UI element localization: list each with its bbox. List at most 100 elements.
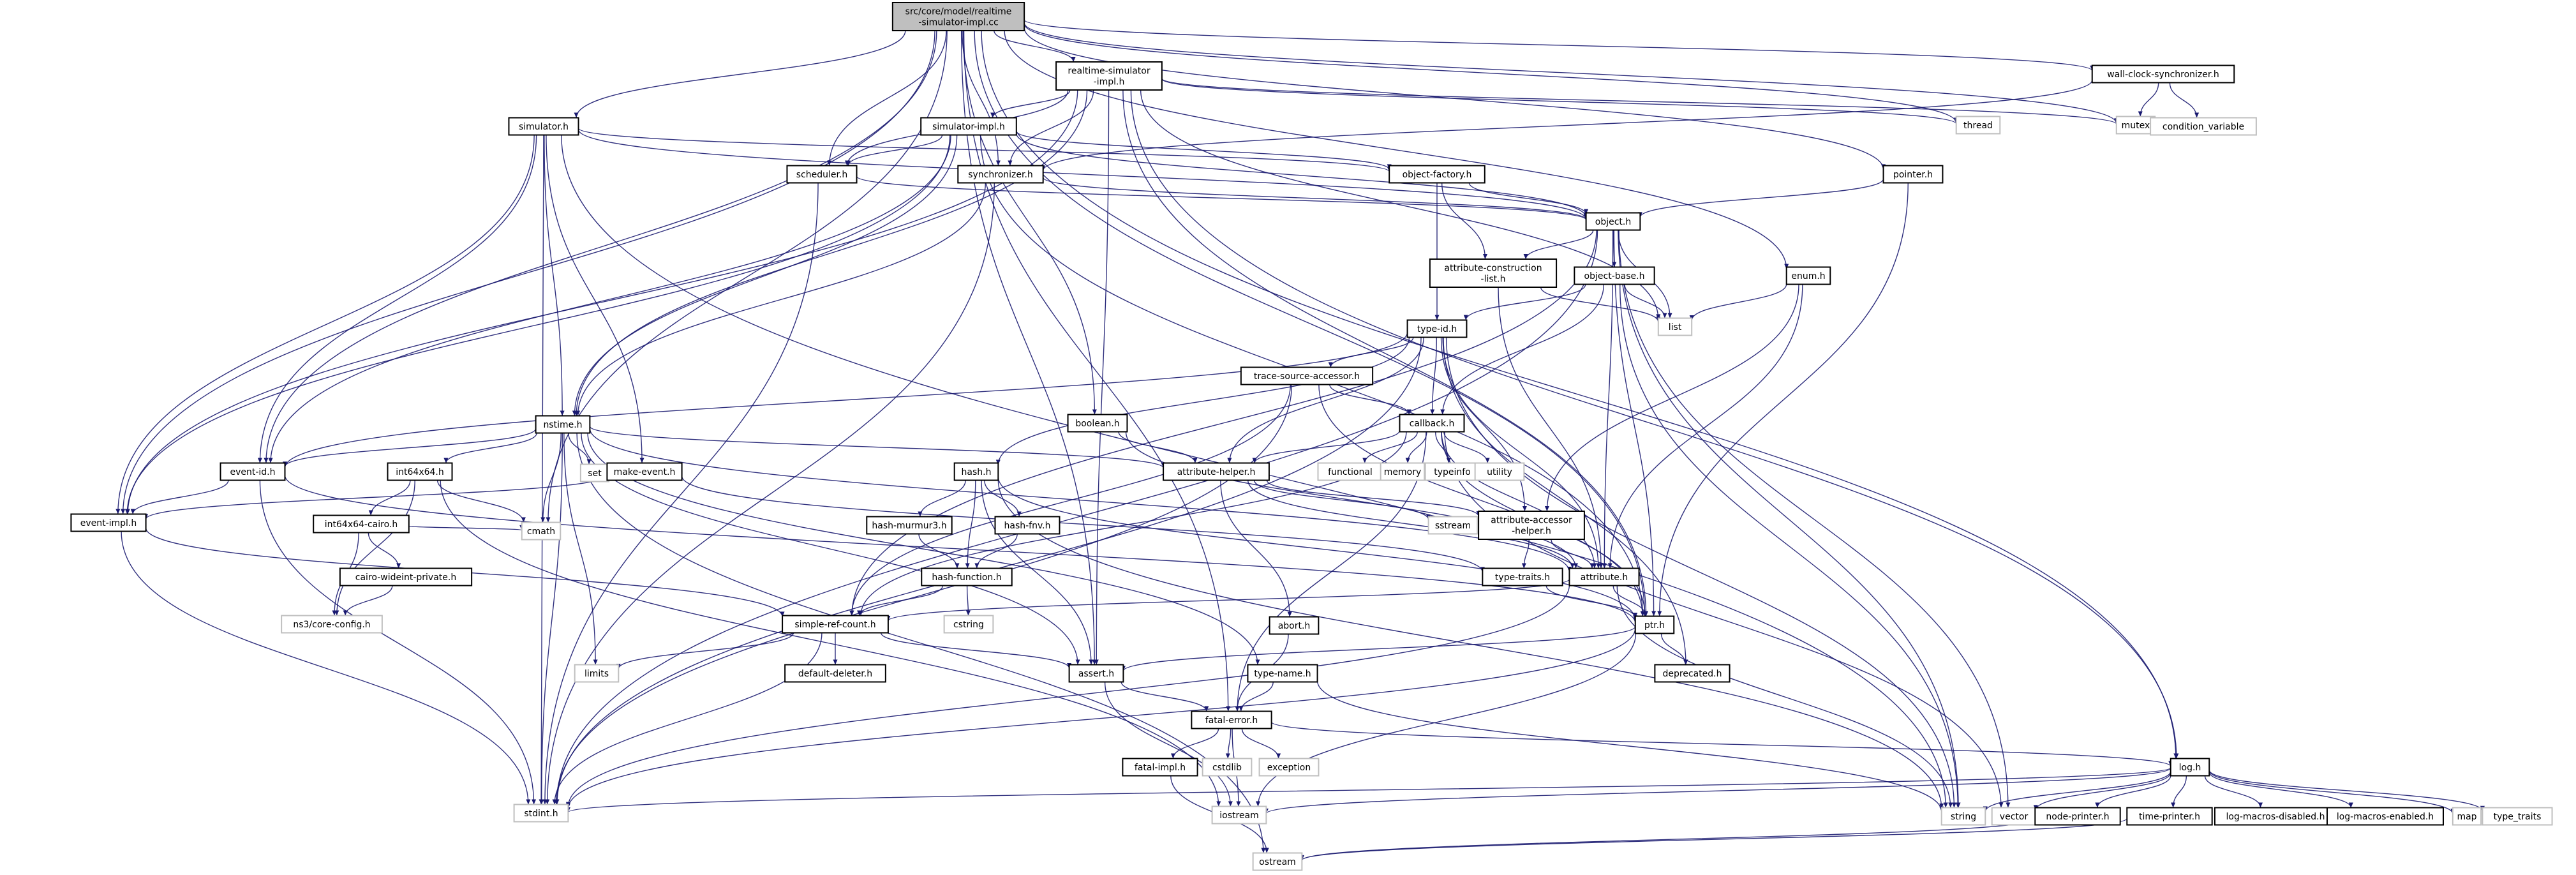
node-assert-h[interactable]: assert.h: [1068, 664, 1124, 683]
edge-log_h-to-map: [2208, 770, 2453, 814]
node-abort-h[interactable]: abort.h: [1269, 616, 1320, 635]
edge-arrowhead: [833, 659, 838, 665]
node-event-id-h[interactable]: event-id.h: [220, 462, 286, 481]
edge-object_h-to-vector: [1618, 230, 2009, 808]
node-cairo-wideint-private-h[interactable]: cairo-wideint-private.h: [339, 567, 473, 587]
node-event-impl-h[interactable]: event-impl.h: [70, 513, 147, 532]
edge-arrowhead: [443, 458, 449, 463]
node-box: [2150, 117, 2257, 136]
edge-assert_h-to-fatalerror_h: [1120, 682, 1207, 712]
node-hash-function-h[interactable]: hash-function.h: [921, 567, 1013, 587]
node-object-factory-h[interactable]: object-factory.h: [1389, 165, 1485, 184]
node-src-core-model-realtime-simulator-impl-cc[interactable]: src/core/model/realtime-simulator-impl.c…: [891, 2, 1025, 31]
edge-arrowhead: [1264, 848, 1269, 853]
node-box: [953, 462, 999, 481]
edge-wcs_h-to-mutex: [2140, 82, 2159, 117]
node-hash-fnv-h[interactable]: hash-fnv.h: [994, 516, 1061, 535]
node-type-name-h[interactable]: type-name.h: [1247, 664, 1318, 683]
node-simple-ref-count-h[interactable]: simple-ref-count.h: [782, 615, 889, 634]
node-deprecated-h[interactable]: deprecated.h: [1654, 664, 1731, 683]
node-label: string: [1951, 812, 1976, 822]
node-trace-source-accessor-h[interactable]: trace-source-accessor.h: [1240, 366, 1374, 385]
edge-arrowhead: [1522, 506, 1527, 511]
edge-arrowhead: [1193, 458, 1198, 463]
node-time-printer-h[interactable]: time-printer.h: [2126, 807, 2213, 826]
node-box: [1478, 511, 1585, 540]
edge-arrowhead: [1948, 802, 1953, 808]
node-pointer-h[interactable]: pointer.h: [1882, 165, 1944, 184]
node-make-event-h[interactable]: make-event.h: [606, 462, 683, 481]
edge-arrowhead: [1430, 409, 1435, 415]
node-box: [1252, 852, 1303, 871]
edge-arrowhead: [1607, 563, 1612, 569]
node-scheduler-h[interactable]: scheduler.h: [786, 165, 858, 184]
node-box: [2126, 807, 2213, 826]
node-box: [579, 463, 610, 482]
edge-arrowhead: [1228, 801, 1233, 807]
node-log-h[interactable]: log.h: [2170, 758, 2210, 777]
node-boolean-h[interactable]: boolean.h: [1067, 414, 1128, 433]
node-nstime-h[interactable]: nstime.h: [535, 415, 591, 434]
edge-root-to-eventid_h: [265, 30, 937, 463]
node-type-traits-h[interactable]: type-traits.h: [1482, 567, 1563, 587]
node-default-deleter-h[interactable]: default-deleter.h: [784, 664, 886, 683]
edge-rsi_h-to-log_h: [1130, 89, 2177, 759]
node-realtime-simulator-impl-h[interactable]: realtime-simulator-impl.h: [1055, 61, 1163, 91]
edge-arrowhead: [1405, 458, 1410, 463]
node-simulator-impl-h[interactable]: simulator-impl.h: [920, 117, 1017, 136]
node-int64x64-h[interactable]: int64x64.h: [387, 462, 453, 481]
edge-tsa_h-to-stdint_h: [555, 384, 1293, 805]
node-object-base-h[interactable]: object-base.h: [1574, 266, 1655, 285]
node-callback-h[interactable]: callback.h: [1399, 414, 1465, 433]
edge-arrowhead: [574, 112, 579, 118]
node-simulator-h[interactable]: simulator.h: [508, 117, 579, 136]
node-log-macros-enabled-h[interactable]: log-macros-enabled.h: [2327, 807, 2444, 826]
edge-fatalerror_h-to-fatalimpl_h: [1172, 728, 1219, 759]
node-label: log-macros-disabled.h: [2226, 812, 2325, 822]
node-node-printer-h[interactable]: node-printer.h: [2034, 807, 2121, 826]
node-box: [921, 567, 1013, 587]
node-cmath: cmath: [521, 521, 562, 541]
node-type-id-h[interactable]: type-id.h: [1406, 319, 1468, 338]
node-attribute-accessor-helper-h[interactable]: attribute-accessor-helper.h: [1478, 511, 1585, 540]
node-attribute-h[interactable]: attribute.h: [1568, 567, 1640, 587]
node-int64x64-cairo-h[interactable]: int64x64-cairo.h: [313, 514, 410, 534]
node-ptr-h[interactable]: ptr.h: [1634, 615, 1675, 634]
edge-arrowhead: [130, 509, 135, 514]
edge-arrowhead: [1075, 659, 1080, 665]
node-attribute-construction-list-h[interactable]: attribute-construction-list.h: [1429, 258, 1558, 288]
edge-assert_h-to-iostream: [1104, 682, 1232, 807]
edge-arrowhead: [586, 459, 592, 465]
edge-typeid_h-to-deprecated_h: [1443, 337, 1686, 665]
edge-attribute_h-to-stdint_h: [567, 585, 1570, 807]
node-object-h[interactable]: object.h: [1585, 212, 1641, 231]
edge-simplerc_h-to-limits: [618, 632, 794, 669]
node-mutex: mutex: [2115, 116, 2156, 135]
edge-arrowhead: [576, 410, 581, 416]
node-box: [1211, 805, 1267, 825]
node-fatal-error-h[interactable]: fatal-error.h: [1191, 710, 1272, 729]
edge-typetraits_h-to-ptr_h: [1545, 585, 1636, 618]
node-box: [1055, 61, 1163, 91]
edge-arrowhead: [2171, 802, 2176, 808]
node-label: thread: [1963, 121, 1993, 131]
node-box: [943, 615, 994, 634]
edge-arrowhead: [552, 799, 557, 805]
edge-ptr_h-to-stdint_h: [567, 628, 1636, 809]
edge-arrowhead: [1584, 209, 1589, 214]
node-hash-h[interactable]: hash.h: [953, 462, 999, 481]
edge-log_h-to-vector: [2035, 772, 2171, 811]
node-synchronizer-h[interactable]: synchronizer.h: [957, 165, 1044, 184]
node-fatal-impl-h[interactable]: fatal-impl.h: [1122, 758, 1198, 777]
edge-wcs_h-to-condvar: [2169, 82, 2198, 118]
edge-timeprinter_h-to-ostream: [1301, 818, 2127, 861]
edge-simulator_h-to-eventimpl_h: [117, 135, 535, 514]
node-enum-h[interactable]: enum.h: [1785, 266, 1831, 285]
node-hash-murmur3-h[interactable]: hash-murmur3.h: [866, 516, 953, 535]
edge-typeid_h-to-string: [1445, 337, 1955, 808]
node-attribute-helper-h[interactable]: attribute-helper.h: [1163, 462, 1270, 481]
edge-arrowhead: [1227, 458, 1232, 463]
node-log-macros-disabled-h[interactable]: log-macros-disabled.h: [2214, 807, 2337, 826]
node-label: type-id.h: [1417, 324, 1457, 334]
node-wall-clock-synchronizer-h[interactable]: wall-clock-synchronizer.h: [2091, 64, 2235, 84]
